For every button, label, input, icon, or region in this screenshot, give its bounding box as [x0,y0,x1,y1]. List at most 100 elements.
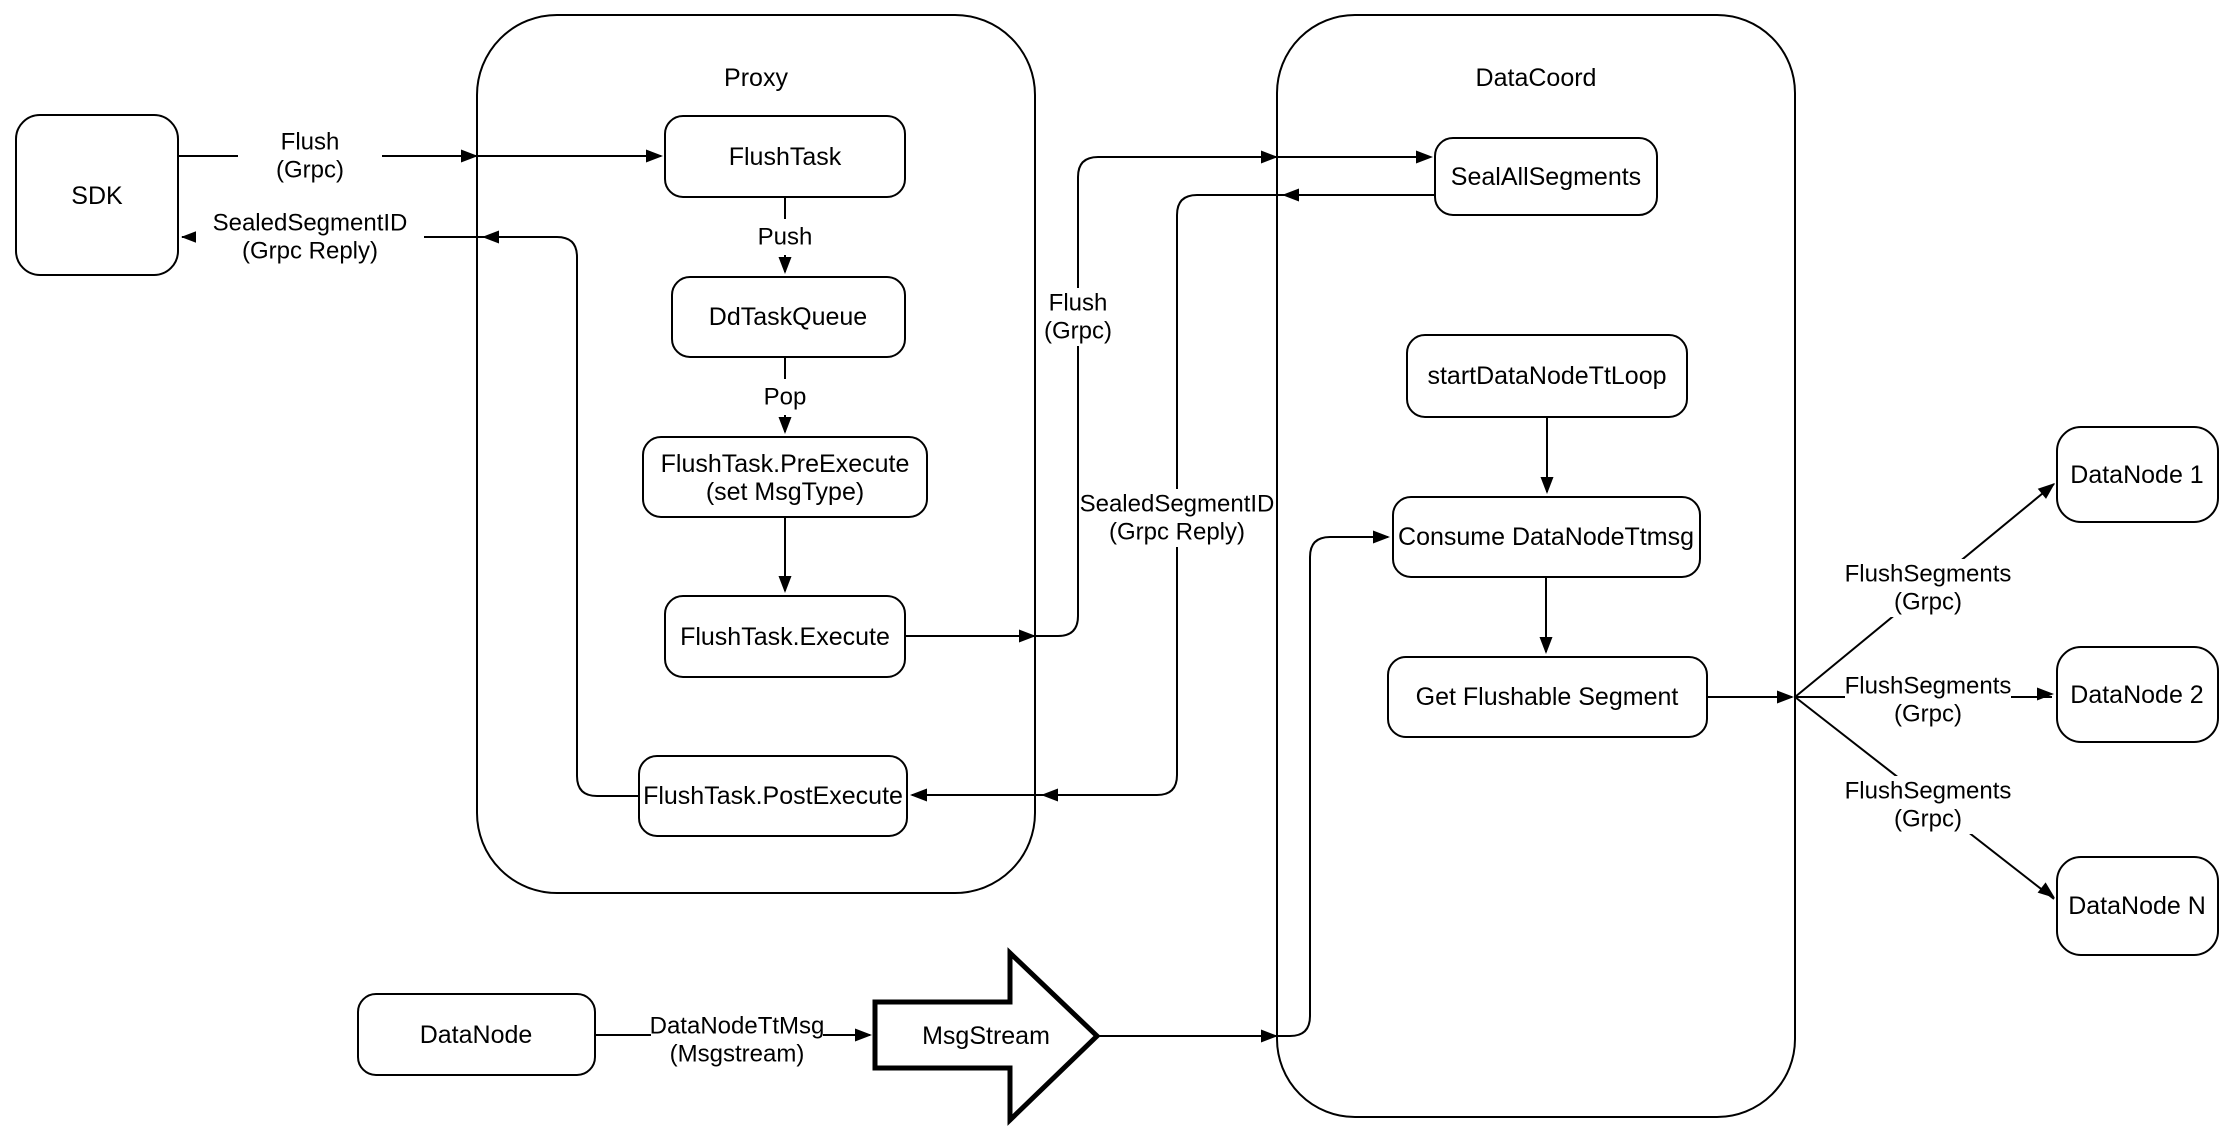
edge-label-flushsegments-1: FlushSegments (Grpc) [1845,559,2011,617]
node-sealallsegments: SealAllSegments [1434,137,1658,216]
sealedsegmentid-proxy-line1: SealedSegmentID [1080,491,1275,518]
node-flushtask: FlushTask [664,115,906,198]
arrowhead [1373,530,1390,544]
edge-label-push: Push [753,219,817,255]
edge-labels: Flush (Grpc) SealedSegmentID (Grpc Reply… [196,127,2011,1069]
datanode2-box [2056,646,2219,743]
node-execute: FlushTask.Execute [664,595,906,678]
edge-execute-to-sealallsegments [905,156,1430,637]
preexecute-box [642,436,928,518]
getflushablesegment-label: Get Flushable Segment [1416,683,1679,711]
arrowhead [1261,150,1278,164]
arrowhead [1019,629,1036,643]
node-postexecute: FlushTask.PostExecute [638,755,908,837]
edge-label-pop: Pop [757,379,813,415]
edge-label-flushsegments-2: FlushSegments (Grpc) [1845,671,2012,729]
arrowhead [482,230,499,244]
edge-label-flush-grpc-sdk: Flush (Grpc) [238,127,382,185]
arrowhead [646,149,663,163]
datanode1-box [2056,426,2219,523]
sealedsegmentid-sdk-line1: SealedSegmentID [213,210,408,237]
sdk-box [15,114,179,276]
label-background [238,127,382,185]
arrowheads [181,149,2055,1043]
sealedsegmentid-proxy-line2: (Grpc Reply) [1109,519,1245,546]
arrowhead [2037,687,2054,701]
edge-msgstream-to-consume [1097,536,1388,1037]
pop-label: Pop [764,384,807,411]
msgstream-label: MsgStream [922,1022,1050,1050]
flushsegments-1-line2: (Grpc) [1894,589,1962,616]
datanode-box [357,993,596,1076]
arrowhead [778,576,792,593]
datanode-label: DataNode [420,1021,533,1049]
flushsegments-3-line1: FlushSegments [1845,778,2012,805]
node-datanode: DataNode [357,993,596,1076]
arrowhead [1261,1029,1278,1043]
consumedatanodettmsg-box [1392,496,1701,578]
datanodettmsg-line1: DataNodeTtMsg [650,1013,825,1040]
execute-label: FlushTask.Execute [680,623,890,651]
node-preexecute: FlushTask.PreExecute (set MsgType) [642,436,928,518]
label-background [1082,489,1272,547]
ddtaskqueue-label: DdTaskQueue [709,303,867,331]
edge-label-sealedsegmentid-sdk: SealedSegmentID (Grpc Reply) [196,208,424,266]
msgstream-arrow-shape [872,947,1101,1126]
flushsegments-3-line2: (Grpc) [1894,806,1962,833]
flush-grpc-datacoord-line2: (Grpc) [1044,318,1112,345]
flushtask-box [664,115,906,198]
edge-label-sealedsegmentid-proxy: SealedSegmentID (Grpc Reply) [1080,489,1275,547]
sealedsegmentid-sdk-line2: (Grpc Reply) [242,238,378,265]
flush-grpc-datacoord-line1: Flush [1049,290,1108,317]
arrowhead [855,1028,872,1042]
sdk-label: SDK [71,182,123,210]
flushtask-label: FlushTask [729,143,842,171]
label-background [651,1011,823,1069]
getflushablesegment-box [1387,656,1708,738]
datanode2-label: DataNode 2 [2070,681,2203,709]
label-background [196,208,424,266]
arrowhead [778,257,792,274]
container-datacoord: DataCoord [1276,14,1796,1118]
label-background [1845,776,2011,834]
node-startdatanodettloop: startDataNodeTtLoop [1406,334,1688,418]
flushsegments-2-line1: FlushSegments [1845,673,2012,700]
arrowhead [1777,690,1794,704]
proxy-boundary [476,14,1036,894]
arrowhead [2037,483,2055,499]
arrowhead [1416,150,1433,164]
datacoord-boundary [1276,14,1796,1118]
arrowhead [1540,477,1554,494]
label-background [1845,559,2011,617]
flushsegments-2-line2: (Grpc) [1894,701,1962,728]
label-background [753,219,817,255]
consumedatanodettmsg-label: Consume DataNodeTtmsg [1398,523,1694,551]
datacoord-title: DataCoord [1476,64,1597,92]
sealallsegments-label: SealAllSegments [1451,163,1641,191]
startdatanodettloop-box [1406,334,1688,418]
proxy-title: Proxy [724,64,788,92]
label-background [757,379,813,415]
edge-label-flush-grpc-datacoord: Flush (Grpc) [1040,288,1117,346]
flush-grpc-sdk-line1: Flush [281,129,340,156]
edge-label-flushsegments-3: FlushSegments (Grpc) [1845,776,2012,834]
postexecute-label: FlushTask.PostExecute [643,782,903,810]
node-consumedatanodettmsg: Consume DataNodeTtmsg [1392,496,1701,578]
node-ddtaskqueue: DdTaskQueue [671,276,906,358]
datanoden-box [2056,856,2219,956]
push-label: Push [758,224,813,251]
preexecute-label-line1: FlushTask.PreExecute [661,450,910,478]
datanode1-label: DataNode 1 [2070,461,2203,489]
startdatanodettloop-label: startDataNodeTtLoop [1427,362,1666,390]
preexecute-label-line2: (set MsgType) [706,478,864,506]
arrowhead [461,149,478,163]
datanodettmsg-line2: (Msgstream) [670,1041,805,1068]
postexecute-box [638,755,908,837]
node-datanode2: DataNode 2 [2056,646,2219,743]
sealallsegments-box [1434,137,1658,216]
flush-grpc-sdk-line2: (Grpc) [276,157,344,184]
label-background [1040,288,1117,346]
execute-box [664,595,906,678]
label-background [1845,671,2011,729]
